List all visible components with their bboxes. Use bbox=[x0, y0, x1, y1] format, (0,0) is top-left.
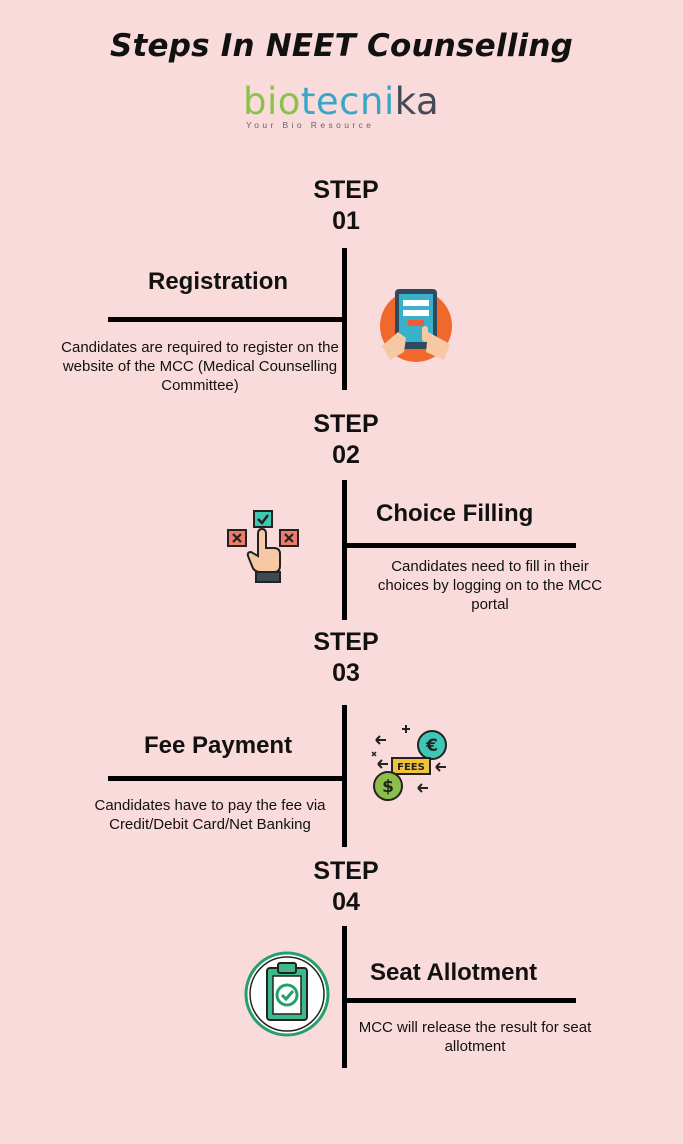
choice-select-hand-icon bbox=[224, 508, 304, 586]
tablet-touch-icon bbox=[378, 286, 458, 366]
logo-wordmark: biotecnika bbox=[243, 80, 440, 123]
fees-text: FEES bbox=[397, 762, 425, 773]
branch-line-4 bbox=[342, 998, 576, 1003]
fees-currency-icon: € FEES $ bbox=[366, 720, 456, 804]
branch-line-1 bbox=[108, 317, 346, 322]
step-04-description: MCC will release the result for seat all… bbox=[358, 1019, 592, 1055]
timeline-segment-2 bbox=[342, 480, 347, 620]
step-03-heading: Fee Payment bbox=[144, 732, 293, 759]
branch-line-3 bbox=[108, 776, 346, 781]
step-01-heading: Registration bbox=[148, 268, 289, 295]
step-01-description: Candidates are required to register on t… bbox=[61, 339, 339, 394]
step-02-heading: Choice Filling bbox=[376, 500, 534, 527]
dollar-symbol: $ bbox=[382, 777, 394, 797]
clipboard-check-icon bbox=[243, 950, 331, 1038]
step-02-description: Candidates need to fill in their choices… bbox=[377, 558, 603, 613]
branch-line-2 bbox=[342, 543, 576, 548]
logo-tagline: Your Bio Resource bbox=[246, 120, 375, 130]
timeline-segment-4 bbox=[342, 926, 347, 1068]
euro-symbol: € bbox=[425, 736, 438, 756]
step-04-heading: Seat Allotment bbox=[370, 959, 538, 986]
biotecnika-logo: biotecnika Your Bio Resource bbox=[243, 82, 443, 142]
page-title: Steps In NEET Counselling bbox=[109, 28, 574, 64]
step-03-description: Candidates have to pay the fee via Credi… bbox=[94, 797, 326, 833]
